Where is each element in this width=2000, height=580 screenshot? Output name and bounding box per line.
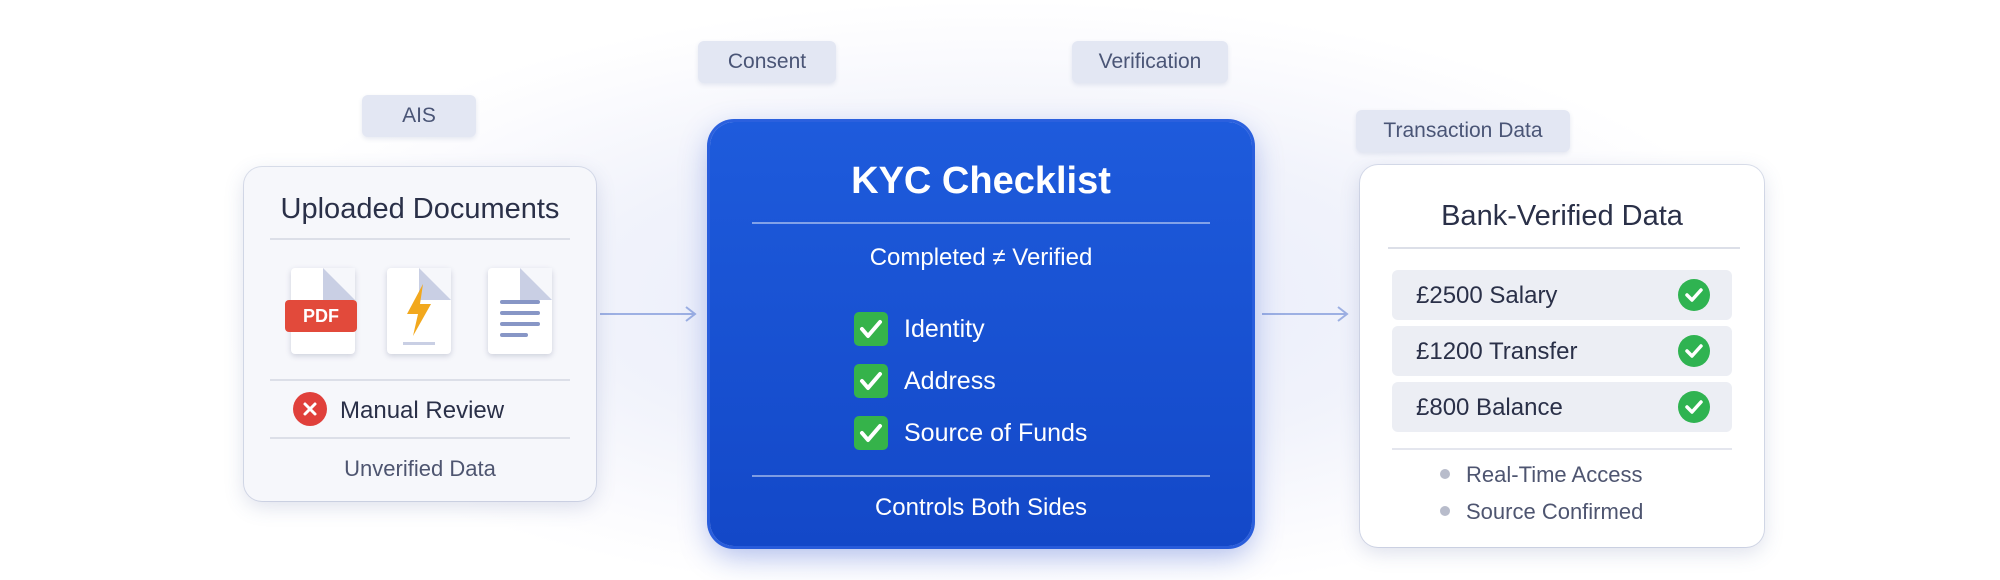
checklist-item-identity: Identity [904,315,985,343]
tag-transaction-data: Transaction Data [1356,110,1570,152]
verified-check-icon [1678,279,1710,311]
checklist-item-source-of-funds: Source of Funds [904,419,1088,447]
tag-ais: AIS [362,95,476,137]
controls-both-sides-label: Controls Both Sides [874,494,1088,521]
text-file-icon [488,268,552,354]
verified-item-balance: £800 Balance [1392,382,1732,432]
tag-verification: Verification [1072,41,1228,83]
kyc-checklist-title: KYC Checklist [851,160,1111,202]
card-divider [1388,247,1740,249]
card-divider [270,238,570,240]
pdf-file-icon: PDF [285,268,357,354]
card-divider [752,475,1210,477]
verified-item-transfer: £1200 Transfer [1392,326,1732,376]
checkbox-checked-icon [854,416,888,450]
verified-item-salary: £2500 Salary [1392,270,1732,320]
arrow-center-to-right [1262,306,1349,322]
card-divider [270,437,570,439]
verified-item-label: £1200 Transfer [1416,338,1578,365]
bullet-dot-icon [1440,506,1450,516]
kyc-checklist-card: KYC Checklist Completed ≠ Verified Ident… [710,122,1252,546]
uploaded-documents-title: Uploaded Documents [280,193,560,225]
lightning-bolt-icon [403,284,435,345]
checklist-item-address: Address [904,367,996,395]
bullet-real-time-access: Real-Time Access [1466,462,1643,487]
checkbox-checked-icon [854,312,888,346]
bullet-source-confirmed: Source Confirmed [1466,499,1644,524]
tag-consent: Consent [698,41,836,83]
bullet-dot-icon [1440,469,1450,479]
card-divider [752,222,1210,224]
bank-verified-data-title: Bank-Verified Data [1441,200,1683,232]
unverified-data-label: Unverified Data [344,456,496,481]
verified-item-label: £2500 Salary [1416,282,1558,309]
pdf-badge: PDF [285,300,357,332]
arrow-left-to-center [600,306,697,322]
verified-check-icon [1678,391,1710,423]
lightning-file-icon [387,268,451,354]
checkbox-checked-icon [854,364,888,398]
text-lines-icon [500,300,540,337]
completed-not-verified-subtitle: Completed ≠ Verified [869,244,1093,271]
error-x-icon [293,392,327,426]
verified-check-icon [1678,335,1710,367]
manual-review-label: Manual Review [340,397,505,424]
card-divider [1392,448,1732,450]
verified-item-label: £800 Balance [1416,394,1563,421]
card-divider [270,379,570,381]
uploaded-documents-card: Uploaded Documents PDF Manual Review Unv… [244,167,596,501]
